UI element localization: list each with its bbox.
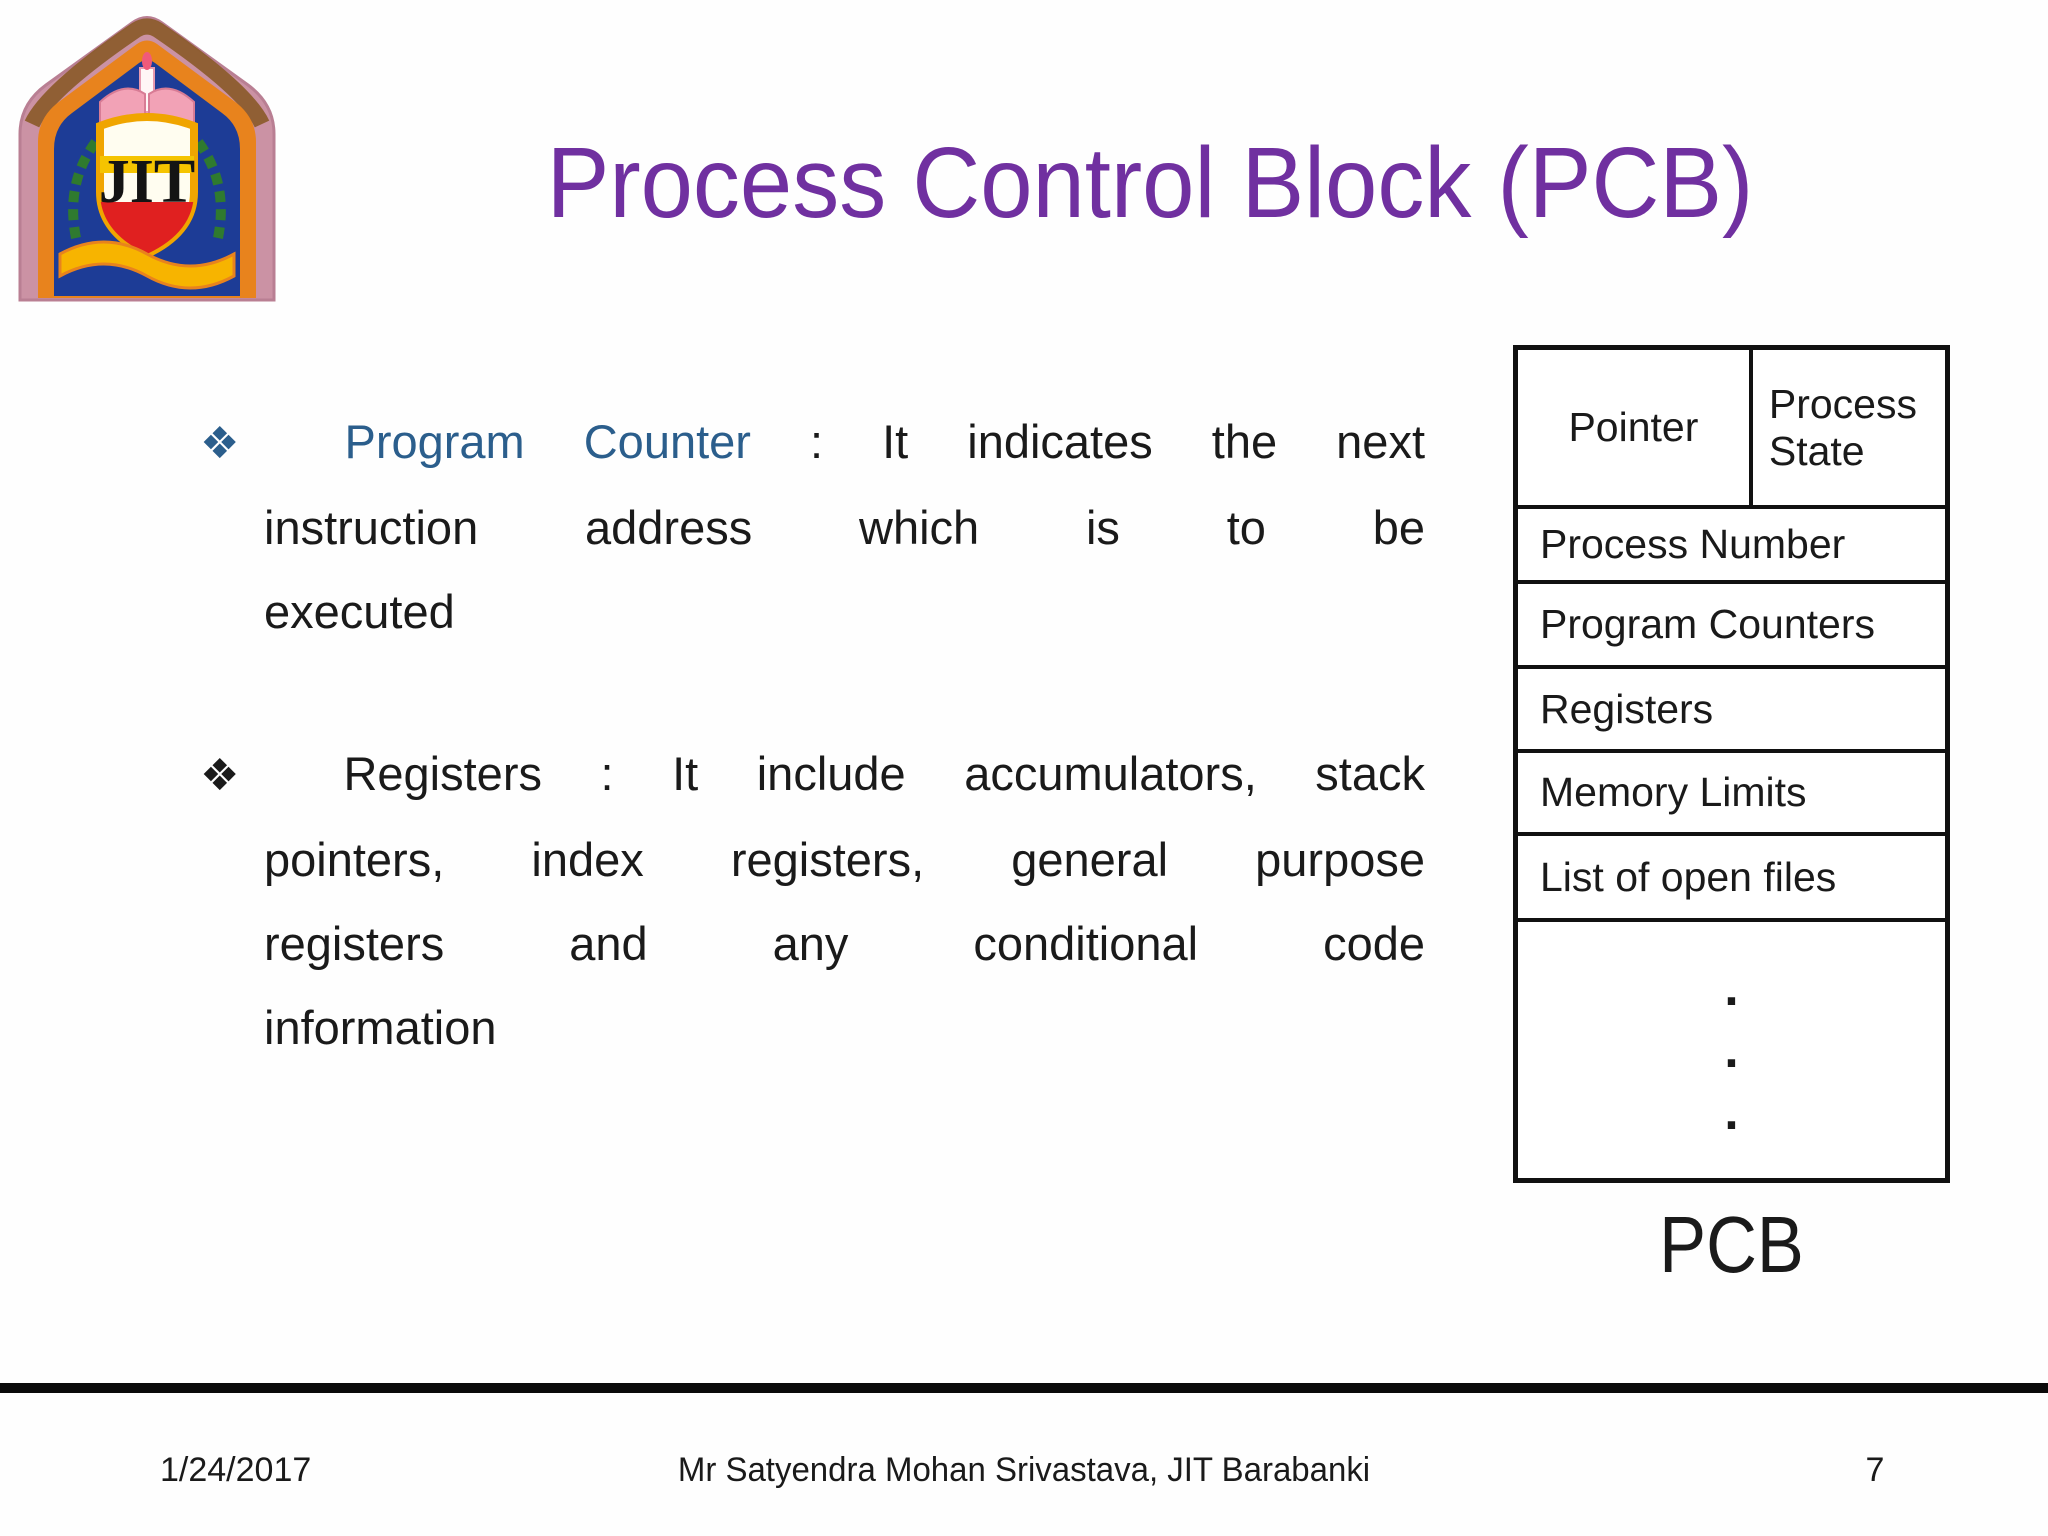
bullet-line: registers and any conditional code [264, 917, 1425, 970]
pcb-row-open-files: List of open files [1518, 832, 1945, 918]
footer-page-number: 7 [1865, 1451, 1885, 1489]
bullet-line: pointers, index registers, general purpo… [264, 833, 1425, 886]
bullet-program-counter: ❖ Program Counter : It indicates the nex… [200, 400, 1425, 654]
pcb-diagram: Pointer Process State Process Number Pro… [1513, 345, 1950, 1183]
pcb-cell-process-state: Process State [1768, 380, 1917, 474]
bullet-line: executed [264, 585, 455, 638]
ellipsis-dot: . [1724, 1083, 1739, 1141]
svg-text:JIT: JIT [99, 148, 195, 216]
bullet-line: instruction address which is to be [264, 501, 1425, 554]
footer-divider [0, 1383, 2048, 1393]
slide-title: Process Control Block (PCB) [546, 127, 1754, 239]
pcb-row-process-number: Process Number [1518, 505, 1945, 580]
pcb-row-memory-limits: Memory Limits [1518, 749, 1945, 832]
pcb-cell-pointer: Pointer [1518, 350, 1753, 505]
footer-date: 1/24/2017 [160, 1451, 312, 1489]
footer: 1/24/2017 Mr Satyendra Mohan Srivastava,… [0, 1448, 2048, 1496]
bullet-line: ❖ Program Counter : It indicates the nex… [200, 400, 1425, 486]
pcb-row-program-counters: Program Counters [1518, 580, 1945, 665]
pcb-row-ellipsis: . . . [1518, 918, 1945, 1178]
footer-credit: Mr Satyendra Mohan Srivastava, JIT Barab… [677, 1451, 1371, 1489]
institute-logo-icon: JIT [18, 16, 276, 302]
pcb-header-row: Pointer Process State [1518, 350, 1945, 505]
slide-body: ❖ Program Counter : It indicates the nex… [200, 400, 1425, 1070]
bullet-text: : It include accumulators, stack [600, 747, 1426, 800]
pcb-row-registers: Registers [1518, 665, 1945, 749]
bullet-term: Program Counter [344, 415, 751, 468]
bullet-line: ❖ Registers : It include accumulators, s… [200, 732, 1425, 818]
bullet-text: : It indicates the next [810, 415, 1425, 468]
pcb-caption: PCB [1659, 1200, 1804, 1289]
ellipsis-dot: . [1724, 1021, 1739, 1079]
institute-logo: JIT [8, 6, 286, 302]
ellipsis-dot: . [1724, 959, 1739, 1017]
diamond-bullet-icon: ❖ [200, 750, 285, 801]
bullet-registers: ❖ Registers : It include accumulators, s… [200, 732, 1425, 1070]
diamond-bullet-icon: ❖ [200, 418, 286, 469]
bullet-term: Registers [343, 747, 542, 800]
bullet-line: information [264, 1001, 497, 1054]
